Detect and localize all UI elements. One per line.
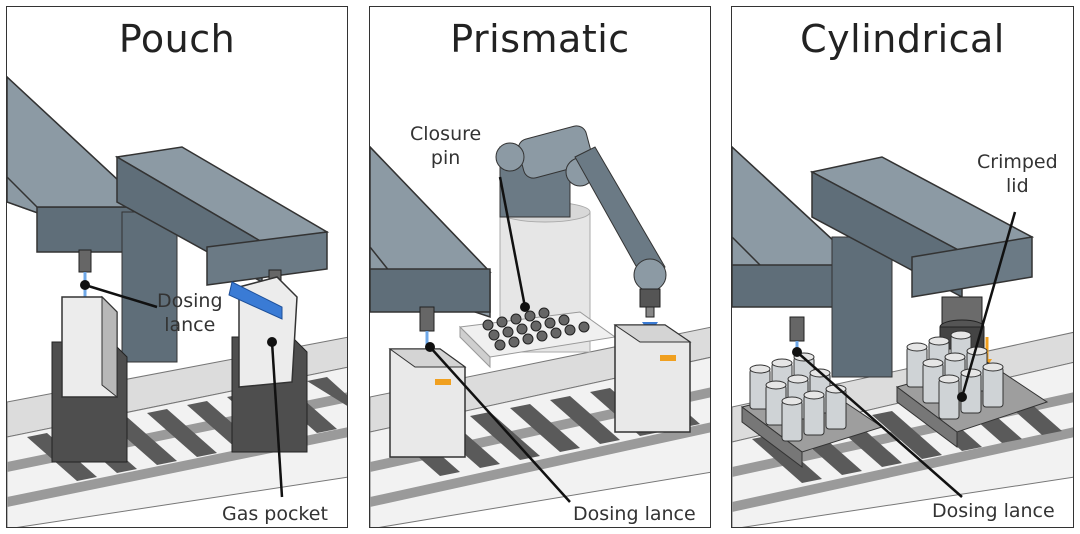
leader-dosing-lance bbox=[429, 346, 571, 503]
leader-crimped-lid bbox=[960, 211, 1017, 398]
lance-head bbox=[789, 316, 805, 342]
prismatic-scene bbox=[370, 125, 710, 527]
panel-cylindrical: Cylindrical Crimped lid Dosing lance bbox=[731, 6, 1074, 528]
label-dosing-lance: Dosing lance bbox=[157, 290, 223, 336]
label-closure-pin: Closure pin bbox=[410, 123, 482, 169]
machine-arm-right bbox=[809, 156, 1035, 299]
prismatic-cell-right bbox=[613, 324, 692, 433]
leader-dosing-lance bbox=[84, 283, 158, 309]
machine-column bbox=[831, 236, 893, 378]
panel-title: Cylindrical bbox=[800, 17, 1005, 61]
cell-tray-left bbox=[740, 352, 884, 468]
pouch-cell-right bbox=[228, 276, 308, 453]
lance-head bbox=[419, 306, 435, 332]
panel-title: Prismatic bbox=[450, 17, 630, 61]
panel-pouch: Pouch Dosing lance Gas pocket bbox=[6, 6, 348, 528]
label-dosing-lance: Dosing lance bbox=[573, 503, 696, 525]
gas-pocket-shape bbox=[228, 281, 283, 320]
machine-arm-left bbox=[732, 145, 864, 309]
machine-column bbox=[121, 211, 178, 363]
label-gas-pocket: Gas pocket bbox=[222, 503, 328, 525]
label-crimped-lid: Crimped lid bbox=[977, 151, 1058, 197]
lance-head-left bbox=[78, 249, 92, 273]
robot-arm bbox=[495, 125, 667, 334]
machine-arm-right bbox=[114, 146, 330, 286]
pouch-scene bbox=[7, 75, 347, 527]
panel-title: Pouch bbox=[118, 17, 236, 61]
prismatic-cell-left bbox=[388, 348, 467, 458]
leader-closure-pin bbox=[498, 176, 527, 308]
leader-dosing-lance bbox=[796, 351, 963, 498]
pouch-cell-left bbox=[51, 295, 128, 463]
leader-gas-pocket bbox=[270, 341, 284, 498]
machine-arm-left bbox=[7, 75, 149, 254]
cell-tray-right bbox=[895, 330, 1049, 448]
panel-prismatic: Prismatic Closure pin Dosing lance bbox=[369, 6, 711, 528]
machine-arm bbox=[370, 145, 492, 319]
cylindrical-scene bbox=[732, 145, 1073, 527]
label-dosing-lance: Dosing lance bbox=[932, 500, 1055, 522]
